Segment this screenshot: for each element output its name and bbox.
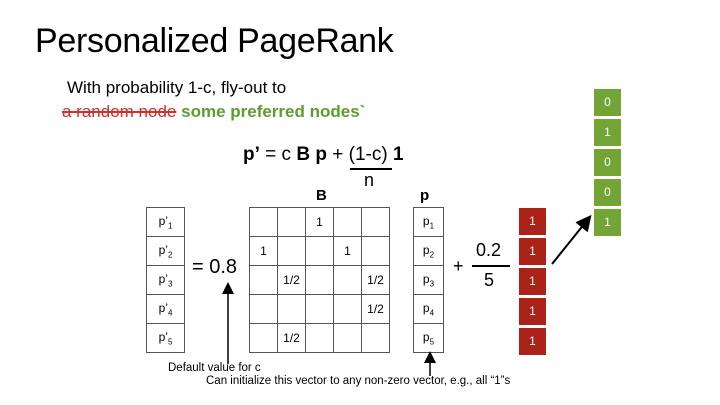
preferred-text: some preferred nodes`: [181, 102, 366, 121]
vector-p-prime-cell: p’1: [146, 207, 185, 237]
matrix-B-cell: 1: [305, 207, 334, 237]
formula-denom: n: [364, 170, 375, 190]
vector-p-cell-base: p: [422, 329, 430, 344]
red-vector-cell: 1: [518, 267, 547, 296]
vector-p-prime-cell-subscript: 2: [167, 250, 173, 260]
green-vector-cell: 1: [593, 208, 622, 237]
vector-p-prime-cell-base: p’: [158, 242, 168, 257]
vector-p-row: p2: [413, 236, 444, 266]
vector-p-prime-row: p’1: [146, 207, 185, 237]
green-vector-cell: 0: [593, 88, 622, 117]
formula: p’ = c B p + (1-c) 1: [243, 144, 404, 166]
red-vector-cell: 1: [518, 237, 547, 266]
matrix-B-cell: 1/2: [277, 265, 306, 295]
vector-p-cell: p5: [413, 323, 444, 353]
matrix-B-row: 1: [249, 207, 390, 237]
formula-eq-c: = c: [265, 144, 292, 165]
vector-p-cell: p1: [413, 207, 444, 237]
fraction-numerator: 0.2: [476, 240, 502, 260]
matrix-B-cell: 1/2: [277, 323, 306, 353]
matrix-B-cell: [249, 323, 278, 353]
vector-p-prime-cell: p’3: [146, 265, 185, 295]
formula-one: 1: [392, 144, 404, 165]
red-vector-cell: 1: [518, 207, 547, 236]
matrix-B-cell: [361, 207, 390, 237]
formula-plus: +: [332, 144, 344, 165]
vector-p-cell-subscript: 1: [429, 221, 435, 231]
note-default-c: Default value for c: [168, 362, 261, 374]
formula-fraction-bar: [350, 168, 392, 170]
preferred-line: a random node some preferred nodes`: [62, 102, 365, 122]
red-vector-cell: 1: [518, 327, 547, 356]
vector-p-prime-cell-base: p’: [158, 329, 168, 344]
matrix-B-row: 1/2: [249, 294, 390, 324]
red-vector-cell: 1: [518, 297, 547, 326]
vector-p-cell-base: p: [422, 271, 430, 286]
vector-p-row: p5: [413, 323, 444, 353]
vector-p-prime-cell-subscript: 1: [167, 221, 173, 231]
vector-p-prime-cell: p’4: [146, 294, 185, 324]
vector-p-cell-subscript: 2: [429, 250, 435, 260]
vector-p-prime-row: p’3: [146, 265, 185, 295]
vector-p-prime-row: p’4: [146, 294, 185, 324]
vector-p-row: p3: [413, 265, 444, 295]
equals-coefficient: = 0.8: [192, 256, 238, 278]
vector-p-cell-base: p: [422, 242, 430, 257]
matrix-B-cell: [277, 294, 306, 324]
green-vector-cell: 0: [593, 148, 622, 177]
vector-p-cell-subscript: 3: [429, 279, 435, 289]
formula-lhs: p’: [243, 144, 260, 165]
matrix-B-cell: [277, 207, 306, 237]
subtitle-line: With probability 1-c, fly-out to: [67, 78, 287, 97]
arrow-red-to-green: [551, 214, 592, 265]
vector-p-cell: p2: [413, 236, 444, 266]
vector-p-prime-cell-base: p’: [158, 300, 168, 315]
vector-p-row: p1: [413, 207, 444, 237]
matrix-B-cell: [249, 207, 278, 237]
vector-p-cell-subscript: 4: [429, 308, 435, 318]
vector-p-prime-row: p’5: [146, 323, 185, 353]
vector-p-prime-cell: p’5: [146, 323, 185, 353]
matrix-B-row: 1/2: [249, 323, 390, 353]
vector-p-prime-cell-subscript: 4: [167, 308, 173, 318]
matrix-B-cell: [305, 236, 334, 266]
fraction-bar: [472, 265, 510, 267]
matrix-B-cell: 1/2: [361, 265, 390, 295]
green-vector-cell: 1: [593, 118, 622, 147]
vector-p-cell-base: p: [422, 213, 430, 228]
matrix-B-cell: 1/2: [361, 294, 390, 324]
plus-sign: +: [453, 256, 464, 276]
vector-p-cell-base: p: [422, 300, 430, 315]
formula-p: p: [315, 144, 327, 165]
matrix-B-cell: [361, 236, 390, 266]
vector-p-prime-cell-base: p’: [158, 271, 168, 286]
page-title: Personalized PageRank: [35, 22, 394, 60]
matrix-B-cell: [361, 323, 390, 353]
vector-p-prime-cell-subscript: 5: [167, 337, 173, 347]
vector-p-cell: p3: [413, 265, 444, 295]
vector-p-prime-cell-subscript: 3: [167, 279, 173, 289]
formula-B: B: [296, 144, 311, 165]
formula-numer: (1-c): [348, 144, 388, 165]
vector-p-label: p: [420, 187, 430, 204]
struck-text: a random node: [62, 102, 177, 121]
matrix-B-label: B: [316, 187, 327, 204]
matrix-B-cell: 1: [333, 236, 362, 266]
matrix-B-row: 1/2 1/2: [249, 265, 390, 295]
note-init-vector: Can initialize this vector to any non-ze…: [206, 375, 511, 387]
vector-p-prime-cell-base: p’: [158, 213, 168, 228]
green-vector-cell: 0: [593, 178, 622, 207]
vector-p-cell-subscript: 5: [429, 337, 435, 347]
fraction-denominator: 5: [484, 270, 495, 290]
